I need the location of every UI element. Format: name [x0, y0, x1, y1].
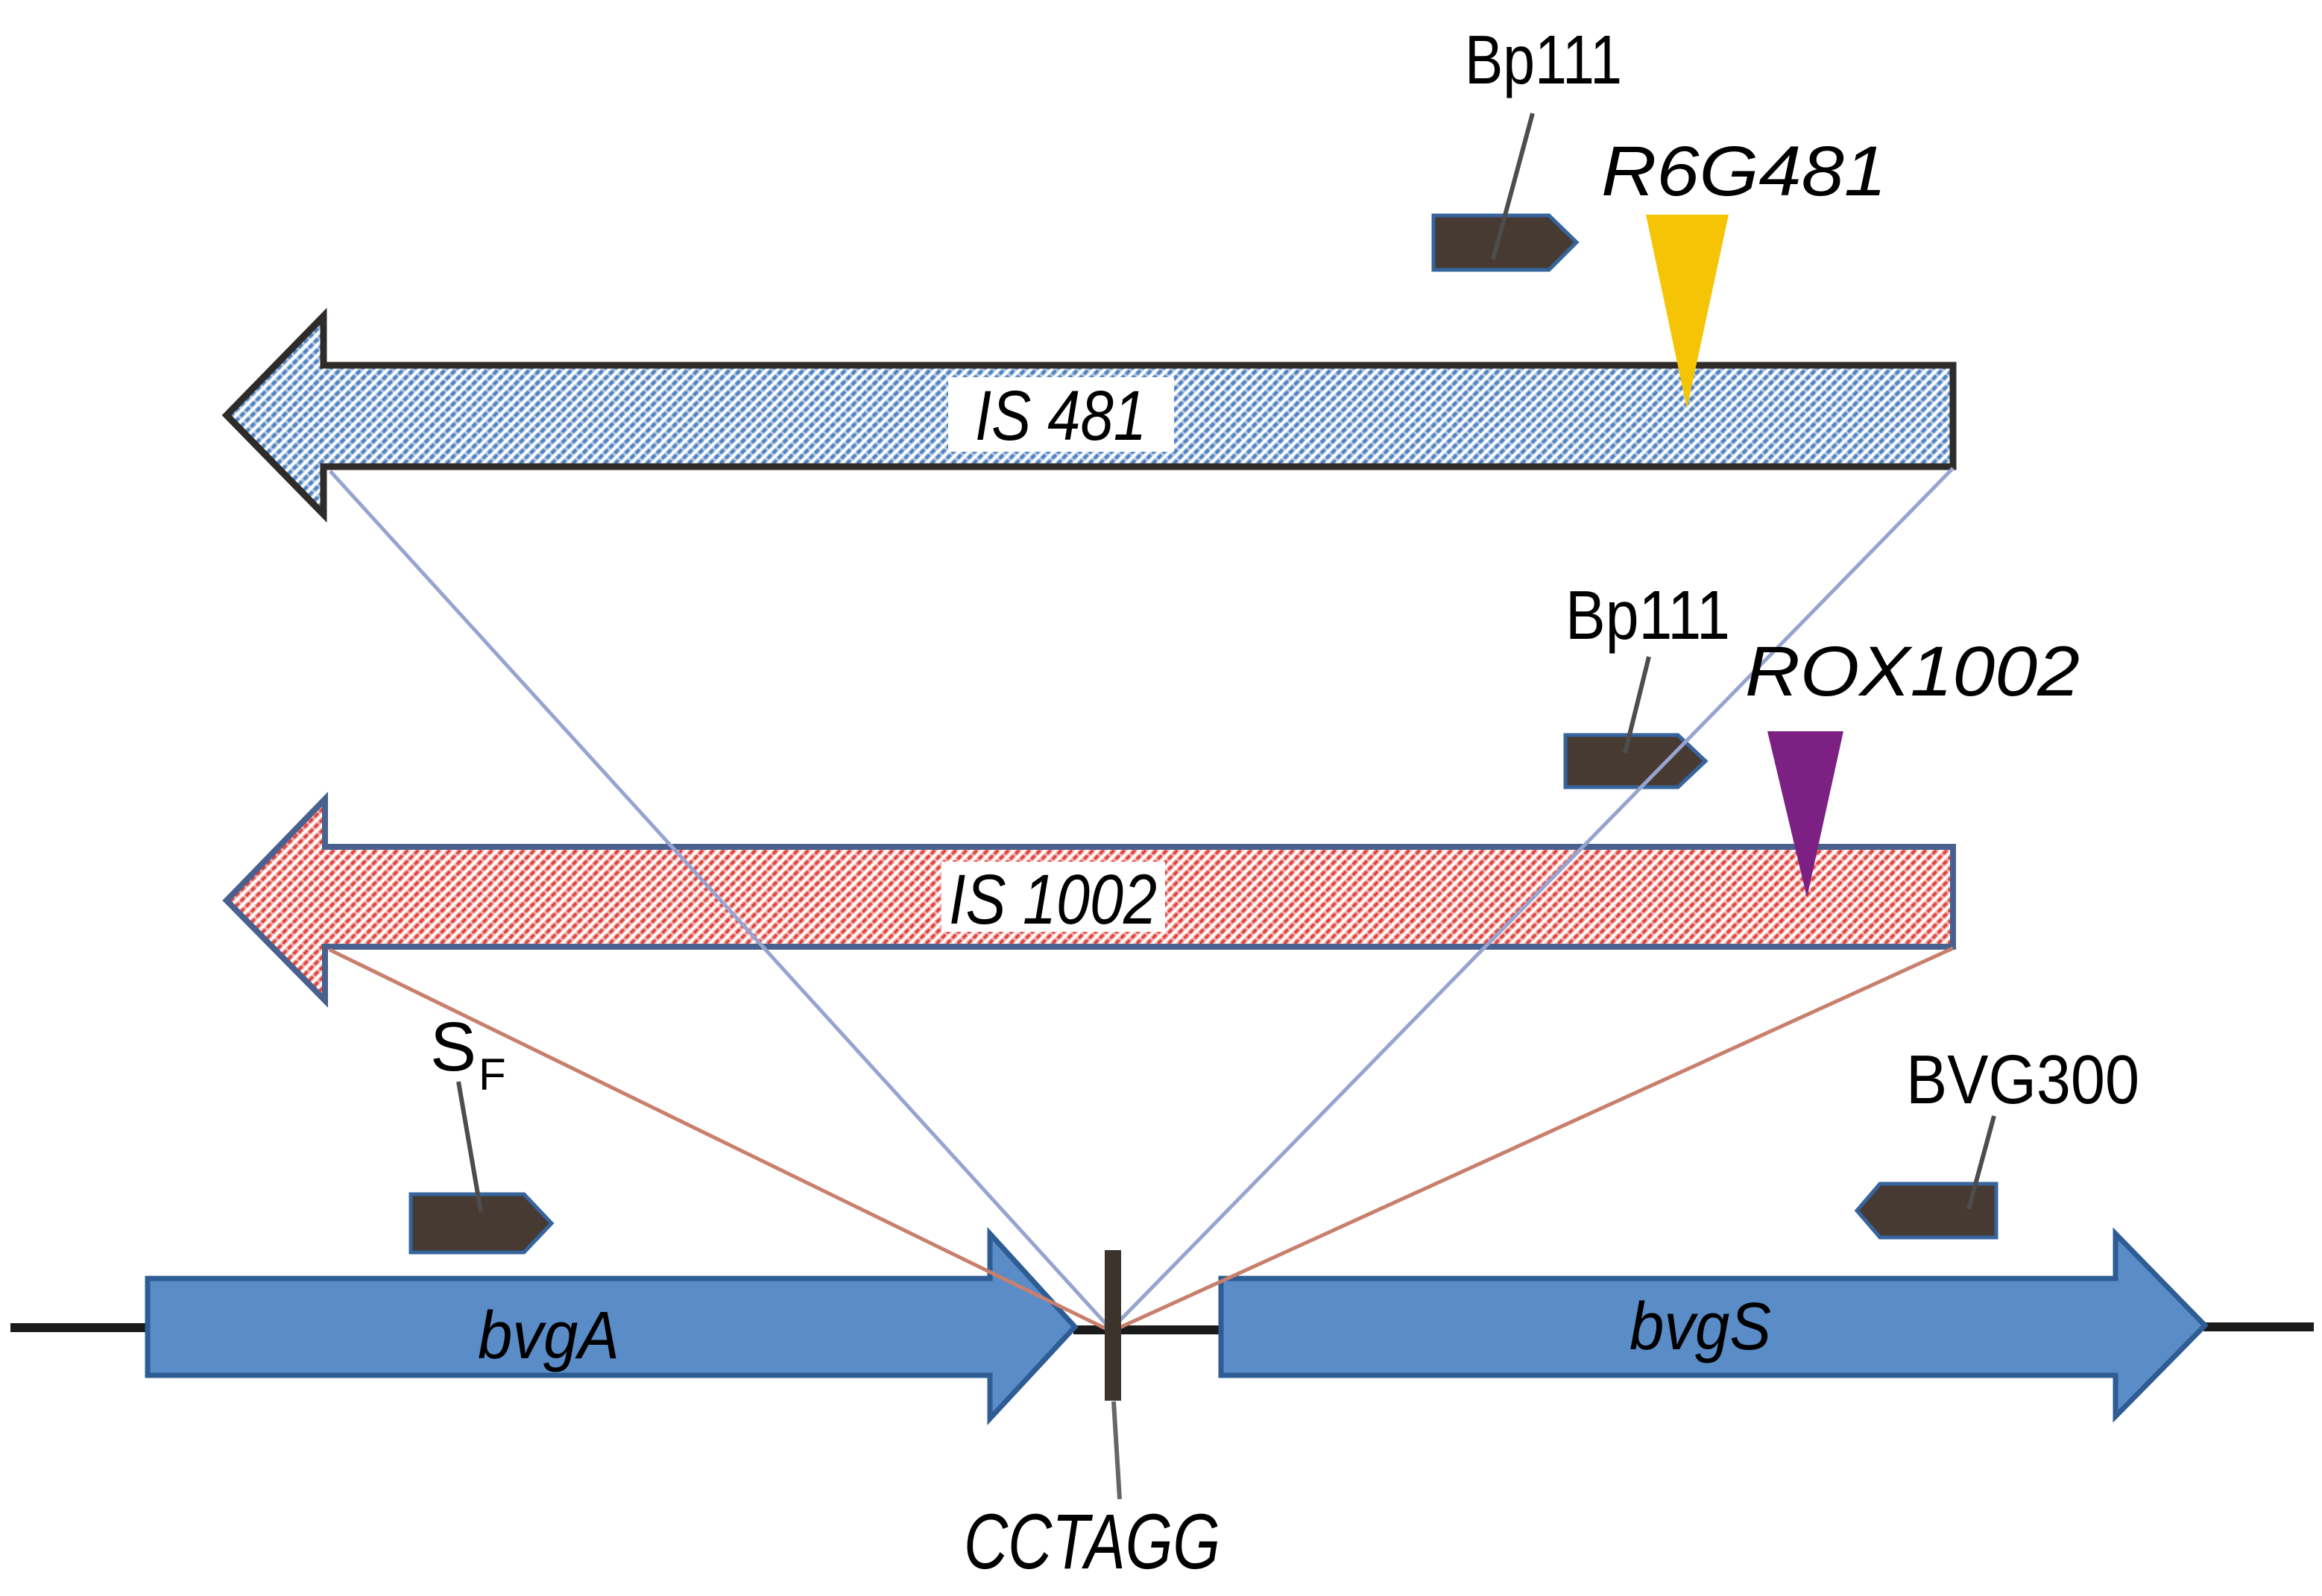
svg-text:BVG300: BVG300 — [1906, 1041, 2139, 1118]
svg-text:Bp111: Bp111 — [1565, 576, 1730, 654]
svg-text:S: S — [430, 1008, 476, 1085]
svg-text:R6G481: R6G481 — [1601, 132, 1887, 211]
svg-text:Bp111: Bp111 — [1465, 21, 1622, 98]
svg-text:ROX1002: ROX1002 — [1745, 632, 2080, 711]
svg-text:bvgS: bvgS — [1629, 1290, 1771, 1364]
svg-text:bvgA: bvgA — [478, 1299, 619, 1373]
svg-text:IS 1002: IS 1002 — [949, 860, 1157, 939]
svg-text:IS 481: IS 481 — [975, 376, 1146, 455]
svg-text:CCTAGG: CCTAGG — [964, 1498, 1220, 1586]
svg-text:F: F — [479, 1050, 506, 1100]
